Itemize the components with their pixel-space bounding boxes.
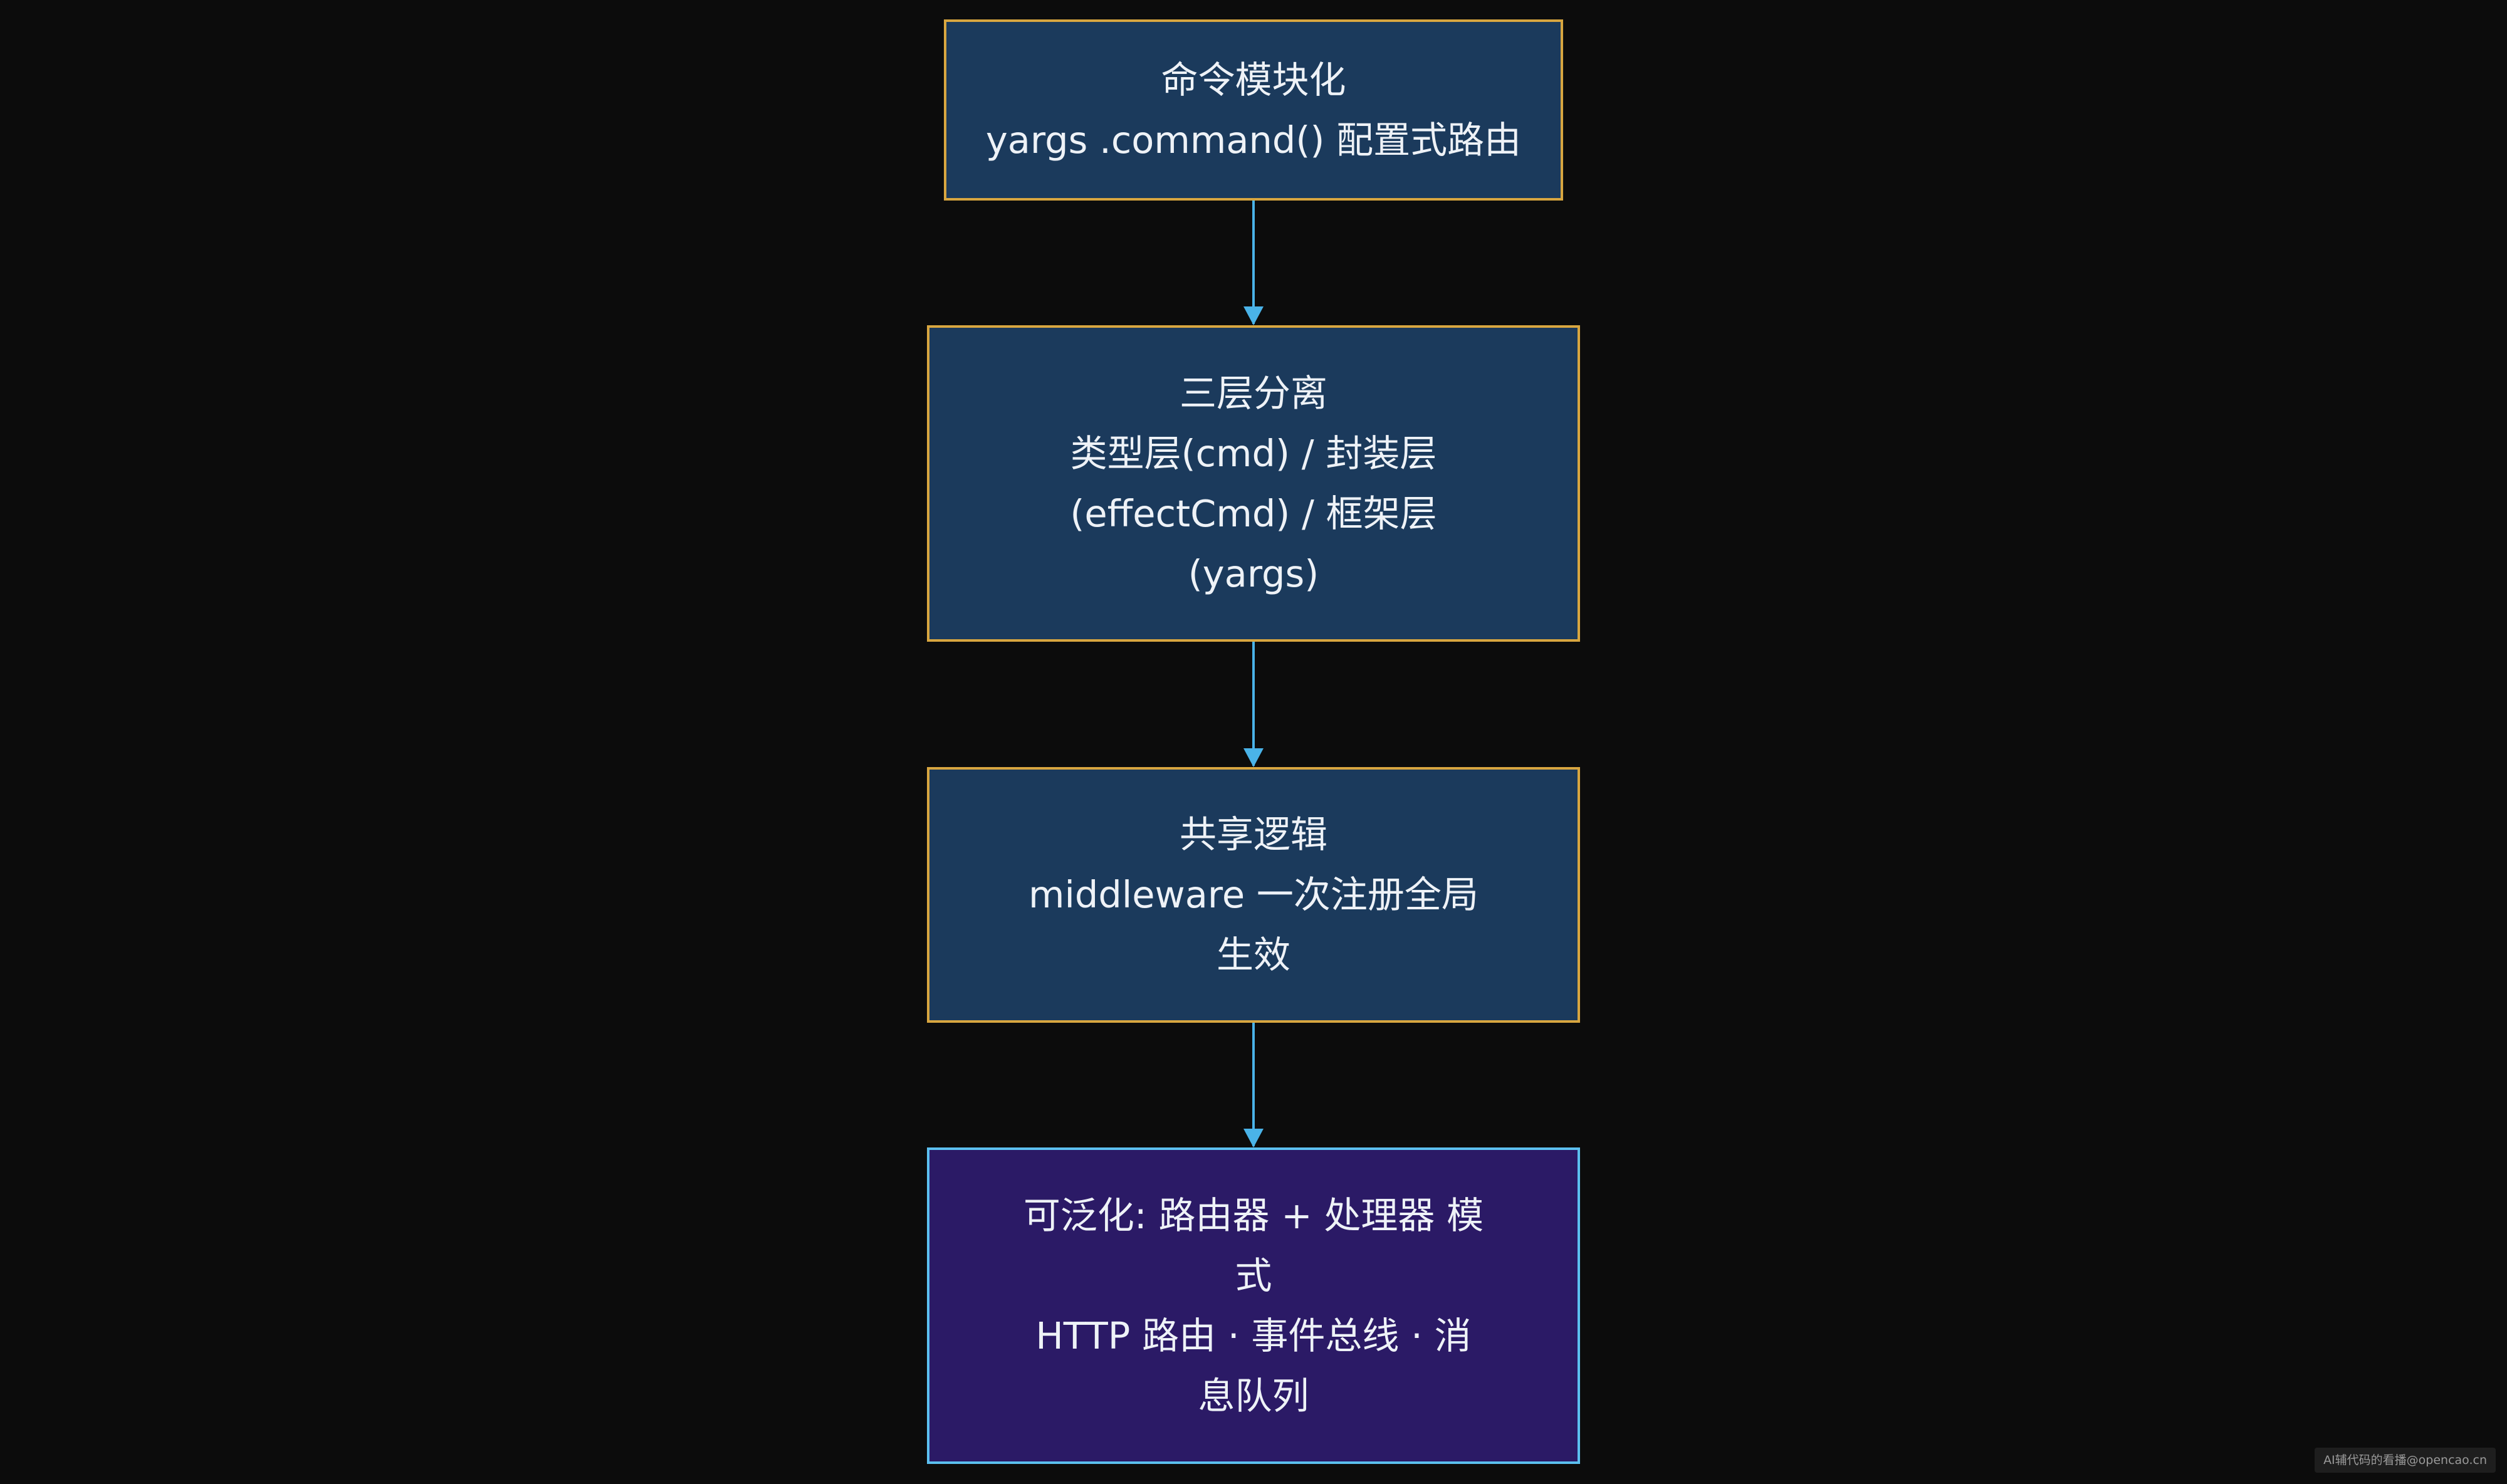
node-line: 息队列: [1198, 1374, 1309, 1418]
node-modularization: 命令模块化 yargs .command() 配置式路由: [944, 19, 1563, 201]
node-line: (yargs): [1188, 551, 1319, 595]
arrowhead-three-layer-separation-to-shared-logic: [1243, 748, 1264, 767]
arrowhead-modularization-to-three-layer-separation: [1243, 306, 1264, 325]
node-line: 式: [1235, 1253, 1272, 1297]
node-line: HTTP 路由 · 事件总线 · 消: [1035, 1314, 1472, 1357]
node-line: 三层分离: [1179, 371, 1327, 415]
node-shared-logic: 共享逻辑 middleware 一次注册全局 生效: [927, 767, 1580, 1023]
node-line: 可泛化: 路由器 + 处理器 模: [1023, 1193, 1484, 1237]
node-line: middleware 一次注册全局: [1028, 873, 1479, 916]
node-line: (effectCmd) / 框架层: [1070, 491, 1437, 535]
node-line: 命令模块化: [1161, 58, 1346, 102]
node-line: 共享逻辑: [1179, 813, 1327, 856]
node-line: 生效: [1216, 933, 1290, 976]
node-three-layer-separation: 三层分离 类型层(cmd) / 封装层 (effectCmd) / 框架层 (y…: [927, 325, 1580, 642]
node-generalizable: 可泛化: 路由器 + 处理器 模 式 HTTP 路由 · 事件总线 · 消 息队…: [927, 1147, 1580, 1464]
watermark: AI辅代码的看播@opencao.cn: [2315, 1448, 2496, 1473]
node-line: yargs .command() 配置式路由: [985, 118, 1522, 162]
node-line: 类型层(cmd) / 封装层: [1070, 431, 1437, 475]
arrowhead-shared-logic-to-generalizable: [1243, 1129, 1264, 1147]
